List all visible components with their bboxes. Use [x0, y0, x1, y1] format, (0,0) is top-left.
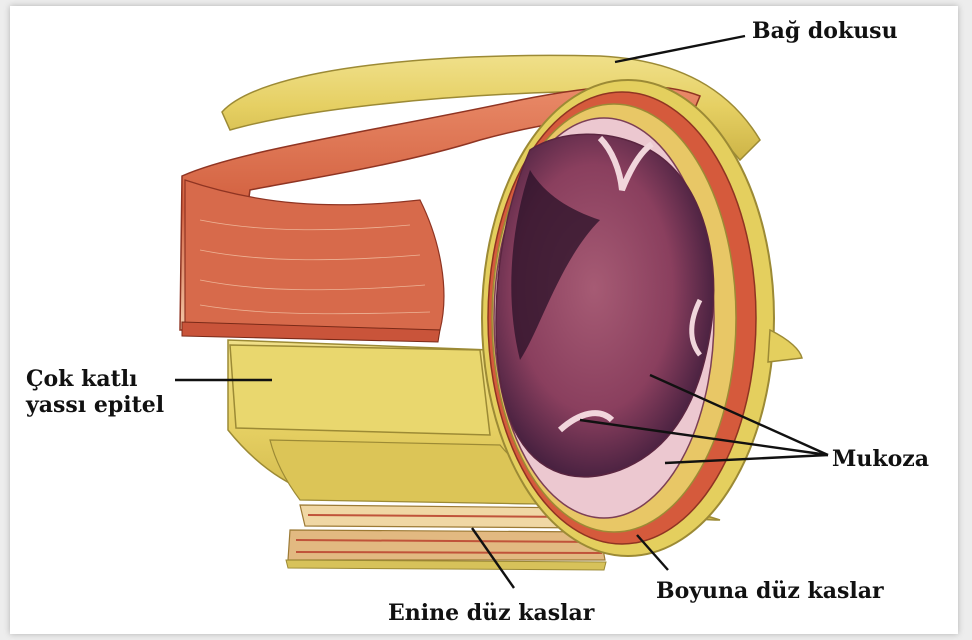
label-enine-duz-kaslar: Enine düz kaslar [388, 600, 594, 626]
muscle-sheet-front [185, 180, 444, 330]
label-cok-katli-yassi-epitel: Çok katlı yassı epitel [26, 366, 164, 418]
adventitia-mid [230, 345, 490, 435]
label-mukoza: Mukoza [832, 446, 929, 472]
label-cok-katli-line1: Çok katlı [26, 366, 164, 392]
slab-base [286, 560, 606, 570]
label-boyuna-duz-kaslar: Boyuna düz kaslar [656, 578, 884, 604]
leader-bag-dokusu [615, 36, 745, 62]
label-bag-dokusu: Bağ dokusu [752, 18, 898, 44]
label-cok-katli-line2: yassı epitel [26, 392, 164, 418]
adventitia-tab [768, 330, 802, 362]
circular-muscle-stripes [288, 530, 605, 560]
